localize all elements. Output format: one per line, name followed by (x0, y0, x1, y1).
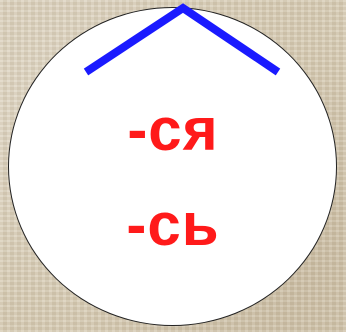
suffix-s-soft: -сь (126, 191, 220, 258)
suffix-sya: -ся (127, 96, 219, 163)
suffix-circle (8, 7, 337, 326)
